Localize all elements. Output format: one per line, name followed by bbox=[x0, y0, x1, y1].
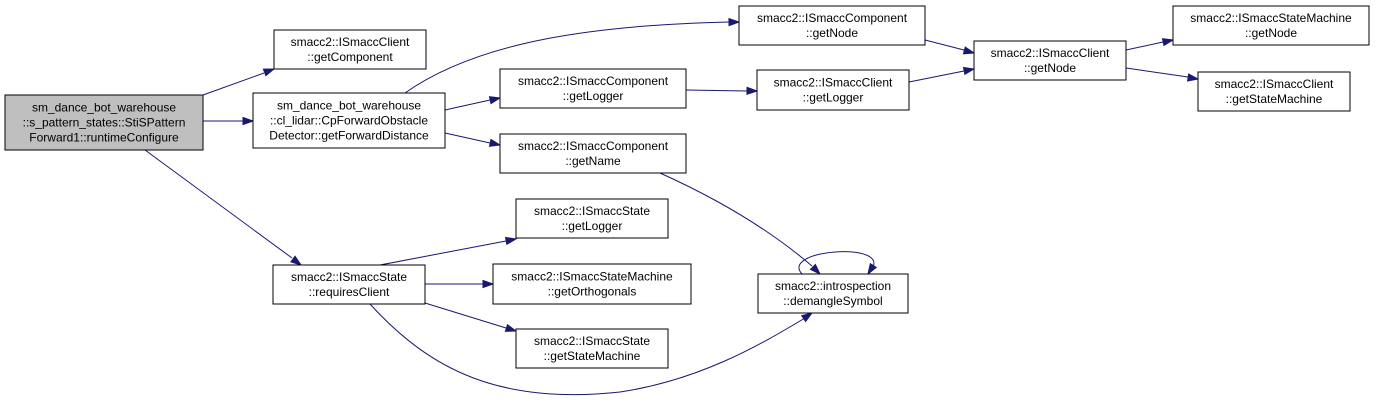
node-box bbox=[515, 328, 669, 369]
edge-comp-getnode-to-client-getnode bbox=[924, 39, 976, 55]
node-label-line: smacc2::ISmaccComponent bbox=[757, 11, 908, 25]
node-label-line: sm_dance_bot_warehouse bbox=[32, 101, 176, 115]
node-box bbox=[272, 264, 426, 305]
node-box bbox=[252, 92, 446, 149]
node-label-line: smacc2::ISmaccClient bbox=[1215, 77, 1334, 91]
edge-requires-to-demangle bbox=[369, 303, 814, 396]
node-cpfod-getForwardDistance[interactable]: sm_dance_bot_warehouse::cl_lidar::CpForw… bbox=[252, 92, 446, 149]
node-box bbox=[756, 69, 910, 111]
node-label-line: ::getStateMachine bbox=[544, 349, 641, 363]
node-label-line: ::requiresClient bbox=[309, 285, 390, 299]
edge-fwd-to-comp-getname bbox=[444, 132, 502, 147]
node-root[interactable]: sm_dance_bot_warehouse::s_pattern_states… bbox=[4, 94, 204, 151]
edge-fwd-to-comp-getlogger bbox=[444, 96, 502, 111]
node-box bbox=[973, 40, 1127, 81]
node-label-line: Detector::getForwardDistance bbox=[269, 129, 429, 143]
node-label-line: smacc2::ISmaccClient bbox=[991, 46, 1110, 60]
arrowhead-icon bbox=[800, 312, 814, 323]
arrowhead-icon bbox=[746, 86, 759, 96]
arrowhead-icon bbox=[290, 255, 303, 266]
node-label-line: smacc2::ISmaccState bbox=[291, 270, 407, 284]
arrowhead-icon bbox=[728, 17, 741, 27]
node-label-line: ::demangleSymbol bbox=[783, 294, 882, 308]
node-label-line: ::getLogger bbox=[562, 219, 623, 233]
node-label-line: smacc2::ISmaccStateMachine bbox=[1190, 11, 1352, 25]
arrowhead-icon bbox=[504, 236, 518, 246]
node-iscomp-getNode[interactable]: smacc2::ISmaccComponent::getNode bbox=[738, 5, 926, 46]
arrowhead-icon bbox=[482, 279, 495, 289]
arrowhead-icon bbox=[504, 323, 518, 332]
arrowhead-icon bbox=[488, 96, 502, 105]
edge-client-getnode-to-sm-getnode bbox=[1125, 38, 1175, 51]
edge-client-getlogger-to-client-getnode bbox=[908, 66, 976, 83]
node-issm-getNode[interactable]: smacc2::ISmaccStateMachine::getNode bbox=[1172, 5, 1370, 46]
node-label-line: ::getComponent bbox=[307, 50, 393, 64]
arrowhead-icon bbox=[867, 262, 878, 276]
node-label-line: smacc2::ISmaccStateMachine bbox=[511, 270, 673, 284]
node-isc-getComponent[interactable]: smacc2::ISmaccClient::getComponent bbox=[273, 29, 427, 70]
arrowhead-icon bbox=[488, 138, 502, 147]
node-box bbox=[492, 263, 692, 305]
node-box bbox=[499, 68, 687, 109]
node-label-line: ::getName bbox=[565, 154, 621, 168]
node-label-line: sm_dance_bot_warehouse bbox=[277, 99, 421, 113]
node-label-line: ::s_pattern_states::StiSPattern bbox=[23, 116, 186, 130]
node-label-line: ::getLogger bbox=[563, 89, 624, 103]
node-box bbox=[499, 133, 687, 174]
edge-root-to-getcomponent bbox=[202, 68, 276, 96]
edge-requires-to-sm-getorthogonals bbox=[425, 279, 495, 289]
node-label-line: ::getLogger bbox=[803, 91, 864, 105]
node-iss-getLogger[interactable]: smacc2::ISmaccState::getLogger bbox=[515, 198, 669, 239]
node-label-line: ::getOrthogonals bbox=[548, 285, 637, 299]
arrowhead-icon bbox=[1161, 38, 1175, 47]
node-label-line: smacc2::ISmaccComponent bbox=[518, 74, 669, 88]
edge-comp-getlogger-to-client-getlogger bbox=[685, 86, 759, 96]
node-label-line: smacc2::ISmaccState bbox=[534, 334, 650, 348]
node-iss-getStateMachine[interactable]: smacc2::ISmaccState::getStateMachine bbox=[515, 328, 669, 369]
node-label-line: ::getNode bbox=[1245, 26, 1297, 40]
node-label-line: ::getNode bbox=[806, 26, 858, 40]
edge-root-to-getforwarddistance bbox=[203, 116, 255, 126]
node-box bbox=[738, 5, 926, 46]
node-label-line: smacc2::ISmaccComponent bbox=[518, 139, 669, 153]
edge-fwd-to-comp-getnode bbox=[404, 17, 741, 94]
edge-comp-getname-to-demangle bbox=[659, 172, 822, 276]
node-box bbox=[757, 273, 909, 314]
node-label-line: smacc2::ISmaccState bbox=[534, 204, 650, 218]
node-label-line: ::cl_lidar::CpForwardObstacle bbox=[270, 114, 428, 128]
node-iscomp-getLogger[interactable]: smacc2::ISmaccComponent::getLogger bbox=[499, 68, 687, 109]
node-label-line: ::getStateMachine bbox=[1226, 92, 1323, 106]
arrowhead-icon bbox=[962, 66, 976, 76]
node-iscomp-getName[interactable]: smacc2::ISmaccComponent::getName bbox=[499, 133, 687, 174]
edge-client-getnode-to-client-getstatemachine bbox=[1125, 67, 1200, 82]
node-issm-getOrthogonals[interactable]: smacc2::ISmaccStateMachine::getOrthogona… bbox=[492, 263, 692, 305]
node-isc-getLogger[interactable]: smacc2::ISmaccClient::getLogger bbox=[756, 69, 910, 111]
arrowhead-icon bbox=[262, 68, 276, 77]
edge-root-to-requiresclient bbox=[144, 149, 303, 266]
node-isc-getStateMachine[interactable]: smacc2::ISmaccClient::getStateMachine bbox=[1197, 71, 1351, 112]
node-label-line: smacc2::ISmaccClient bbox=[774, 76, 893, 90]
arrowhead-icon bbox=[242, 116, 255, 126]
node-label-line: smacc2::introspection bbox=[775, 279, 891, 293]
edge-requires-to-state-getlogger bbox=[379, 236, 518, 266]
node-box bbox=[1197, 71, 1351, 112]
arrowhead-icon bbox=[1186, 73, 1200, 82]
node-label-line: ::getNode bbox=[1024, 61, 1076, 75]
node-label-line: smacc2::ISmaccClient bbox=[291, 35, 410, 49]
node-label-line: Forward1::runtimeConfigure bbox=[29, 131, 179, 145]
node-iss-requiresClient[interactable]: smacc2::ISmaccState::requiresClient bbox=[272, 264, 426, 305]
node-intro-demangleSymbol[interactable]: smacc2::introspection::demangleSymbol bbox=[757, 273, 909, 314]
arrowhead-icon bbox=[809, 263, 822, 276]
edge-requires-to-state-getstatemachine bbox=[424, 302, 518, 332]
node-box bbox=[4, 94, 204, 151]
edge-demangle-self-loop bbox=[798, 251, 878, 276]
node-box bbox=[273, 29, 427, 70]
arrowhead-icon bbox=[962, 46, 976, 55]
node-isc-getNode[interactable]: smacc2::ISmaccClient::getNode bbox=[973, 40, 1127, 81]
node-box bbox=[515, 198, 669, 239]
node-box bbox=[1172, 5, 1370, 46]
